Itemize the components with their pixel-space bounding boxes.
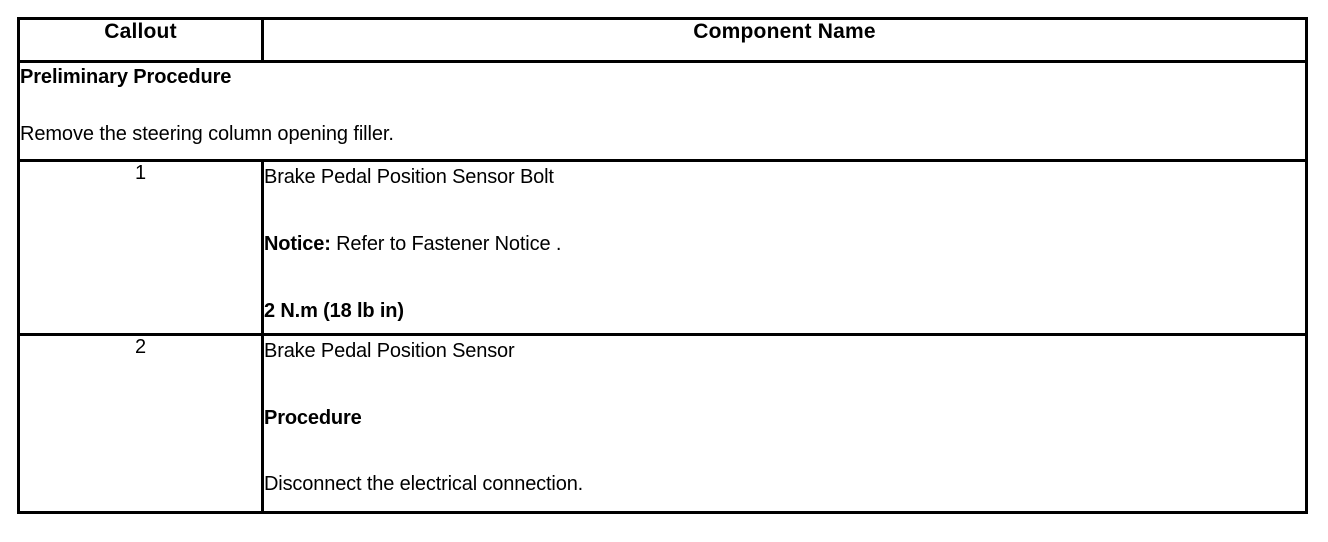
procedure-step-text: Disconnect the electrical connection. [264, 473, 584, 495]
row2-spacer-b [264, 433, 1305, 469]
table-header-row: Callout Component Name [17, 17, 1308, 63]
callout-number-1: 1 [17, 159, 264, 336]
notice-text: Refer to Fastener Notice . [330, 233, 562, 255]
column-header-component-name: Component Name [261, 17, 1308, 63]
torque-specification-1: 2 N.m (18 lb in) [264, 300, 404, 322]
component-name-1: Brake Pedal Position Sensor Bolt [264, 166, 554, 188]
component-name-2: Brake Pedal Position Sensor [264, 340, 515, 362]
row2-spacer-a [264, 366, 1305, 403]
preliminary-procedure-title: Preliminary Procedure [20, 66, 232, 88]
component-description-1: Brake Pedal Position Sensor Bolt Notice:… [261, 159, 1308, 336]
callout-number-2: 2 [17, 333, 264, 514]
table-row: 1 Brake Pedal Position Sensor Bolt Notic… [17, 159, 1308, 336]
preliminary-procedure-row: Preliminary Procedure Remove the steerin… [17, 60, 1308, 162]
component-description-2: Brake Pedal Position Sensor Procedure Di… [261, 333, 1308, 514]
row1-spacer-b [264, 259, 1305, 296]
fastener-notice-line: Notice: Refer to Fastener Notice . [264, 229, 1305, 259]
table-row: 2 Brake Pedal Position Sensor Procedure … [17, 333, 1308, 514]
procedure-label: Procedure [264, 407, 362, 429]
notice-label: Notice: [264, 233, 331, 255]
component-callout-table: Callout Component Name Preliminary Proce… [17, 17, 1308, 514]
column-header-callout: Callout [17, 17, 264, 63]
preliminary-procedure-cell: Preliminary Procedure Remove the steerin… [17, 60, 1308, 162]
preliminary-procedure-text: Remove the steering column opening fille… [20, 123, 394, 145]
preliminary-spacer [20, 91, 1305, 121]
row1-spacer-a [264, 192, 1305, 229]
